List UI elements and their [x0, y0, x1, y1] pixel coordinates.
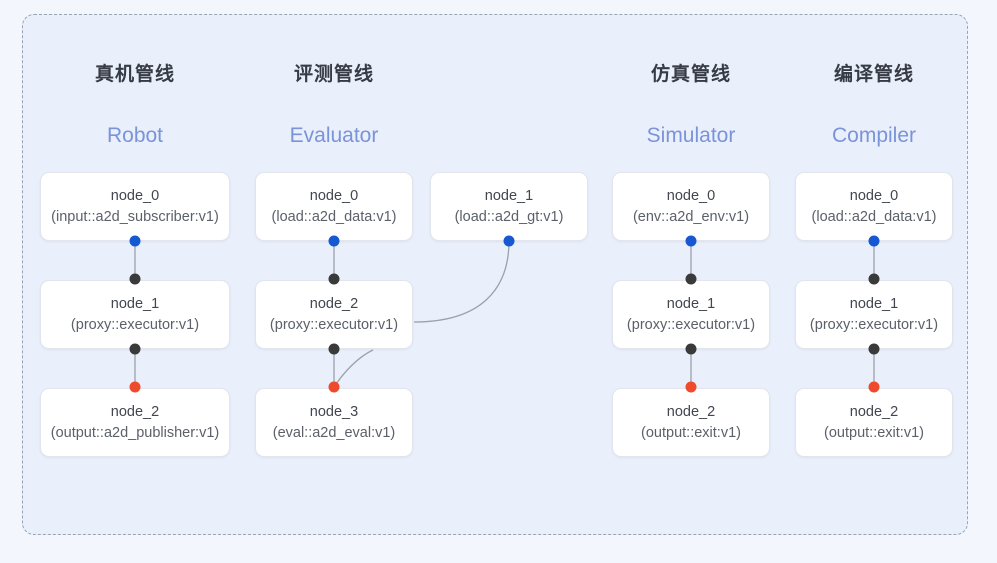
port-simulator-1-in[interactable]: [685, 273, 697, 285]
node-type: (output::a2d_publisher:v1): [50, 424, 220, 441]
node-type: (load::a2d_gt:v1): [454, 208, 564, 225]
port-evaluator-2-in[interactable]: [328, 273, 340, 285]
node-robot-1[interactable]: node_1 (proxy::executor:v1): [40, 280, 230, 349]
node-robot-2[interactable]: node_2 (output::a2d_publisher:v1): [40, 388, 230, 457]
node-name: node_1: [666, 295, 716, 312]
port-evaluator-2-out[interactable]: [328, 343, 340, 355]
node-evaluator-0[interactable]: node_0 (load::a2d_data:v1): [255, 172, 413, 241]
node-type: (output::exit:v1): [641, 424, 741, 441]
node-type: (load::a2d_data:v1): [811, 208, 937, 225]
node-type: (eval::a2d_eval:v1): [272, 424, 396, 441]
node-compiler-2[interactable]: node_2 (output::exit:v1): [795, 388, 953, 457]
port-simulator-1-out[interactable]: [685, 343, 697, 355]
port-robot-0-out[interactable]: [129, 235, 141, 247]
node-name: node_1: [849, 295, 899, 312]
node-compiler-0[interactable]: node_0 (load::a2d_data:v1): [795, 172, 953, 241]
node-name: node_0: [110, 187, 160, 204]
node-name: node_2: [666, 403, 716, 420]
node-type: (proxy::executor:v1): [626, 316, 756, 333]
node-type: (proxy::executor:v1): [269, 316, 399, 333]
node-type: (env::a2d_env:v1): [632, 208, 750, 225]
node-type: (proxy::executor:v1): [809, 316, 939, 333]
port-simulator-0-out[interactable]: [685, 235, 697, 247]
node-simulator-2[interactable]: node_2 (output::exit:v1): [612, 388, 770, 457]
node-compiler-1[interactable]: node_1 (proxy::executor:v1): [795, 280, 953, 349]
node-type: (input::a2d_subscriber:v1): [51, 208, 219, 225]
port-evaluator-3-in[interactable]: [328, 381, 340, 393]
node-name: node_1: [484, 187, 534, 204]
port-robot-1-in[interactable]: [129, 273, 141, 285]
port-compiler-1-out[interactable]: [868, 343, 880, 355]
node-name: node_0: [666, 187, 716, 204]
node-name: node_2: [849, 403, 899, 420]
port-robot-1-out[interactable]: [129, 343, 141, 355]
node-name: node_2: [309, 295, 359, 312]
node-name: node_3: [309, 403, 359, 420]
port-simulator-2-in[interactable]: [685, 381, 697, 393]
node-simulator-1[interactable]: node_1 (proxy::executor:v1): [612, 280, 770, 349]
node-evaluator-1[interactable]: node_1 (load::a2d_gt:v1): [430, 172, 588, 241]
port-robot-2-in[interactable]: [129, 381, 141, 393]
node-type: (output::exit:v1): [824, 424, 924, 441]
node-evaluator-2[interactable]: node_2 (proxy::executor:v1): [255, 280, 413, 349]
node-evaluator-3[interactable]: node_3 (eval::a2d_eval:v1): [255, 388, 413, 457]
node-name: node_0: [849, 187, 899, 204]
port-compiler-2-in[interactable]: [868, 381, 880, 393]
node-name: node_0: [309, 187, 359, 204]
port-evaluator-0-out[interactable]: [328, 235, 340, 247]
port-compiler-1-in[interactable]: [868, 273, 880, 285]
node-simulator-0[interactable]: node_0 (env::a2d_env:v1): [612, 172, 770, 241]
node-robot-0[interactable]: node_0 (input::a2d_subscriber:v1): [40, 172, 230, 241]
node-name: node_1: [110, 295, 160, 312]
node-type: (load::a2d_data:v1): [271, 208, 397, 225]
port-compiler-0-out[interactable]: [868, 235, 880, 247]
node-name: node_2: [110, 403, 160, 420]
port-evaluator-1-out[interactable]: [503, 235, 515, 247]
node-type: (proxy::executor:v1): [70, 316, 200, 333]
